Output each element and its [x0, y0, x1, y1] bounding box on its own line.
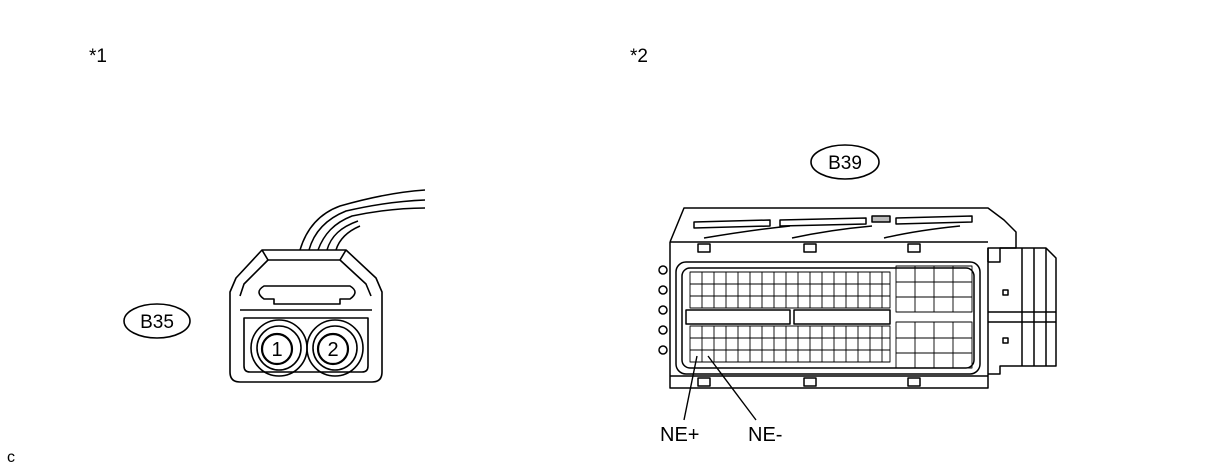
- b35-callout-label: B35: [140, 312, 174, 333]
- corner-code: c: [7, 449, 15, 466]
- connector-b35: [229, 189, 426, 383]
- b35-pin-1: [260, 332, 294, 366]
- b39-housing-body: [669, 242, 989, 389]
- b39-callout-oval: [810, 144, 880, 180]
- view-label-1: *1: [89, 46, 107, 67]
- ne-minus-label: NE-: [748, 424, 782, 446]
- b35-wire-harness: [299, 189, 426, 251]
- ne-plus-leader: [683, 355, 698, 421]
- connector-b39: [658, 207, 1057, 421]
- b35-latch-slot: [258, 285, 356, 305]
- b39-face-inner: [681, 267, 975, 369]
- b35-face: [243, 317, 369, 373]
- b39-callout-label: B39: [828, 153, 862, 174]
- b39-housing-top: [669, 207, 1017, 262]
- b39-pin-grid: [689, 265, 973, 369]
- b39-face-outer: [675, 261, 981, 375]
- b35-pin-1-label: 1: [271, 339, 282, 361]
- b35-housing: [229, 249, 383, 383]
- ne-plus-label: NE+: [660, 424, 699, 446]
- b35-pin-2: [316, 332, 350, 366]
- ne-minus-leader: [707, 355, 757, 421]
- b35-callout-oval: [123, 303, 191, 339]
- b35-pin-2-label: 2: [327, 339, 338, 361]
- view-label-2: *2: [630, 46, 648, 67]
